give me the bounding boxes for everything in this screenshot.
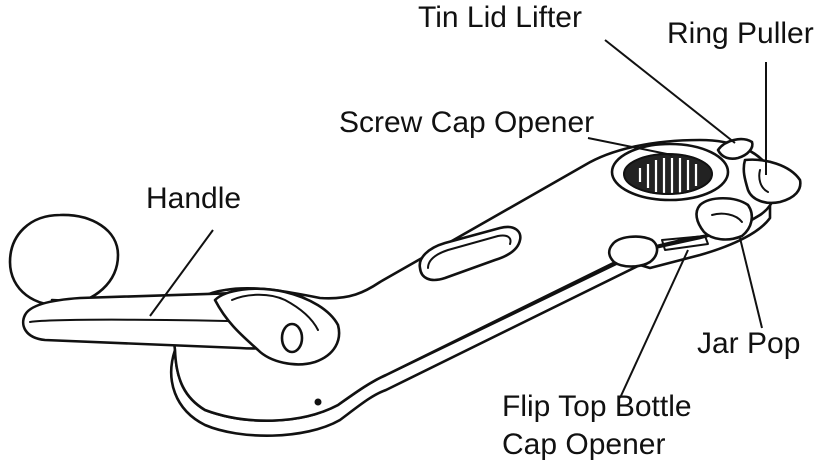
leader-lines: [149, 39, 767, 399]
label-ring-puller: Ring Puller: [667, 17, 814, 50]
leader-tin-lid-lifter: [604, 39, 736, 144]
label-flip-top-line1: Flip Top Bottle: [502, 390, 692, 423]
label-tin-lid-lifter: Tin Lid Lifter: [418, 1, 582, 34]
label-flip-top-line2: Cap Opener: [502, 428, 666, 461]
tin-lid-lifter: [716, 137, 754, 161]
leader-handle: [149, 229, 214, 317]
leader-jar-pop: [739, 237, 763, 329]
jar-pop: [695, 196, 754, 241]
ring-puller: [742, 158, 802, 205]
label-screw-cap-opener: Screw Cap Opener: [339, 106, 595, 139]
leader-flip-top: [619, 249, 689, 399]
flip-top-bottle-cap-opener: [607, 235, 709, 268]
screw-cap-opener: [610, 142, 730, 202]
leader-screw-cap-opener: [587, 137, 673, 156]
label-jar-pop: Jar Pop: [697, 327, 801, 360]
handle: [8, 213, 341, 366]
label-handle: Handle: [146, 182, 242, 215]
